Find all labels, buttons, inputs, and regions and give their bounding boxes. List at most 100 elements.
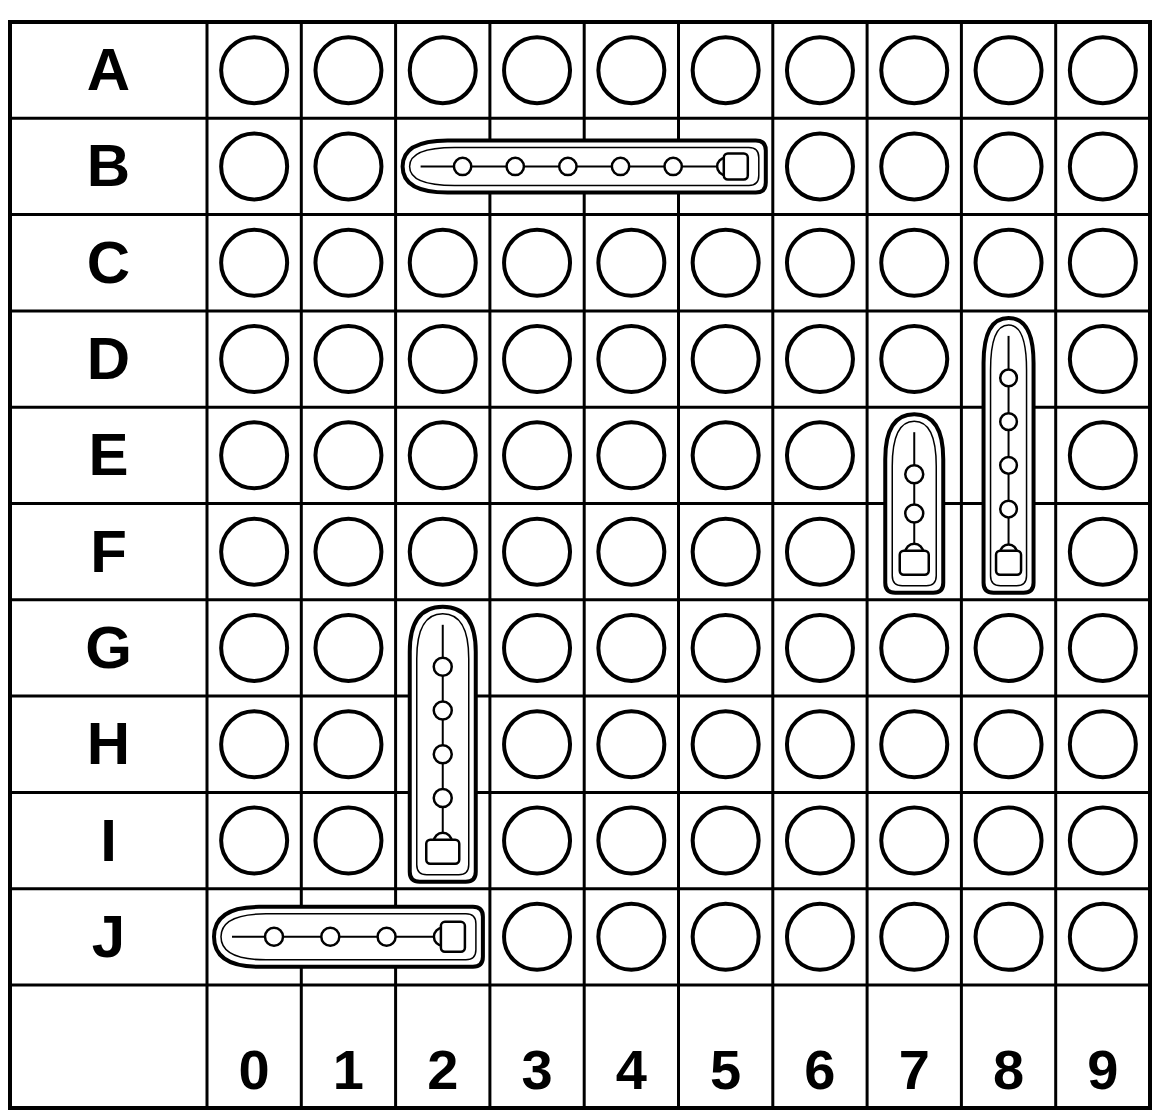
peg-hole <box>1070 711 1136 777</box>
ship <box>984 318 1034 593</box>
peg-hole <box>881 615 947 681</box>
peg-hole <box>504 808 570 874</box>
ship-hull <box>410 607 476 882</box>
ship-hull <box>214 907 483 967</box>
grid-line <box>771 22 774 1108</box>
peg-hole <box>1070 808 1136 874</box>
ship-bridge <box>441 922 465 952</box>
peg-hole <box>410 519 476 585</box>
peg-hole <box>504 904 570 970</box>
grid-line <box>1054 22 1057 1108</box>
peg-hole <box>315 808 381 874</box>
grid-line <box>960 22 963 1108</box>
peg-hole <box>315 615 381 681</box>
column-label: 0 <box>207 985 301 1108</box>
row-label: H <box>10 696 207 792</box>
peg-hole <box>504 711 570 777</box>
ship-turret <box>434 658 452 676</box>
peg-hole <box>976 37 1042 103</box>
peg-hole <box>693 230 759 296</box>
row-label: F <box>10 504 207 600</box>
row-label: J <box>10 889 207 985</box>
peg-hole <box>976 230 1042 296</box>
peg-hole <box>315 519 381 585</box>
ship-turret <box>321 928 339 946</box>
peg-hole <box>598 615 664 681</box>
peg-hole <box>693 37 759 103</box>
peg-hole <box>598 519 664 585</box>
peg-hole <box>881 904 947 970</box>
ship-turret <box>664 158 681 175</box>
peg-hole <box>221 808 287 874</box>
peg-hole <box>693 326 759 392</box>
peg-hole <box>881 230 947 296</box>
peg-hole <box>881 37 947 103</box>
ship-turret <box>265 928 283 946</box>
ship <box>214 907 483 967</box>
grid-line <box>10 502 1150 505</box>
peg-hole <box>976 808 1042 874</box>
peg-hole <box>221 422 287 488</box>
peg-hole <box>1070 615 1136 681</box>
peg-hole <box>976 904 1042 970</box>
grid-line <box>10 598 1150 601</box>
peg-hole <box>881 326 947 392</box>
row-label: C <box>10 215 207 311</box>
peg-holes <box>221 37 1136 970</box>
column-label: 9 <box>1056 985 1150 1108</box>
ship-bridge <box>724 153 748 179</box>
row-label: E <box>10 407 207 503</box>
ship-turret <box>1000 501 1017 518</box>
peg-hole <box>787 711 853 777</box>
row-label: I <box>10 792 207 888</box>
peg-hole <box>693 519 759 585</box>
ship-bridge <box>996 551 1021 575</box>
ship <box>410 607 476 882</box>
grid-line <box>206 22 209 1108</box>
ship-deck <box>221 914 476 960</box>
peg-hole <box>410 230 476 296</box>
ship-turret <box>905 465 923 483</box>
ship-hull <box>984 318 1034 593</box>
peg-hole <box>976 133 1042 199</box>
ship-turret <box>1000 370 1017 387</box>
peg-hole <box>693 904 759 970</box>
peg-hole <box>598 326 664 392</box>
peg-hole <box>787 326 853 392</box>
peg-hole <box>1070 37 1136 103</box>
peg-hole <box>787 37 853 103</box>
peg-hole <box>504 37 570 103</box>
ship-turret <box>507 158 524 175</box>
ship-deck <box>410 147 759 185</box>
column-label: 8 <box>961 985 1055 1108</box>
row-label: D <box>10 311 207 407</box>
peg-hole <box>410 37 476 103</box>
peg-hole <box>504 615 570 681</box>
ship-turret <box>378 928 396 946</box>
peg-hole <box>1070 230 1136 296</box>
peg-hole <box>221 519 287 585</box>
peg-hole <box>1070 326 1136 392</box>
peg-hole <box>787 230 853 296</box>
ship-turret <box>454 158 471 175</box>
ship-turret <box>905 505 923 523</box>
peg-hole <box>598 904 664 970</box>
peg-hole <box>221 230 287 296</box>
peg-hole <box>787 133 853 199</box>
peg-hole <box>598 230 664 296</box>
column-label: 4 <box>584 985 678 1108</box>
peg-hole <box>504 519 570 585</box>
ship-turret <box>559 158 576 175</box>
column-label: 3 <box>490 985 584 1108</box>
row-label: B <box>10 118 207 214</box>
column-label: 5 <box>679 985 773 1108</box>
peg-hole <box>1070 904 1136 970</box>
row-label: G <box>10 600 207 696</box>
grid-line <box>10 117 1150 120</box>
ship <box>885 414 943 593</box>
peg-hole <box>504 230 570 296</box>
peg-hole <box>315 133 381 199</box>
peg-hole <box>787 904 853 970</box>
peg-hole <box>315 230 381 296</box>
